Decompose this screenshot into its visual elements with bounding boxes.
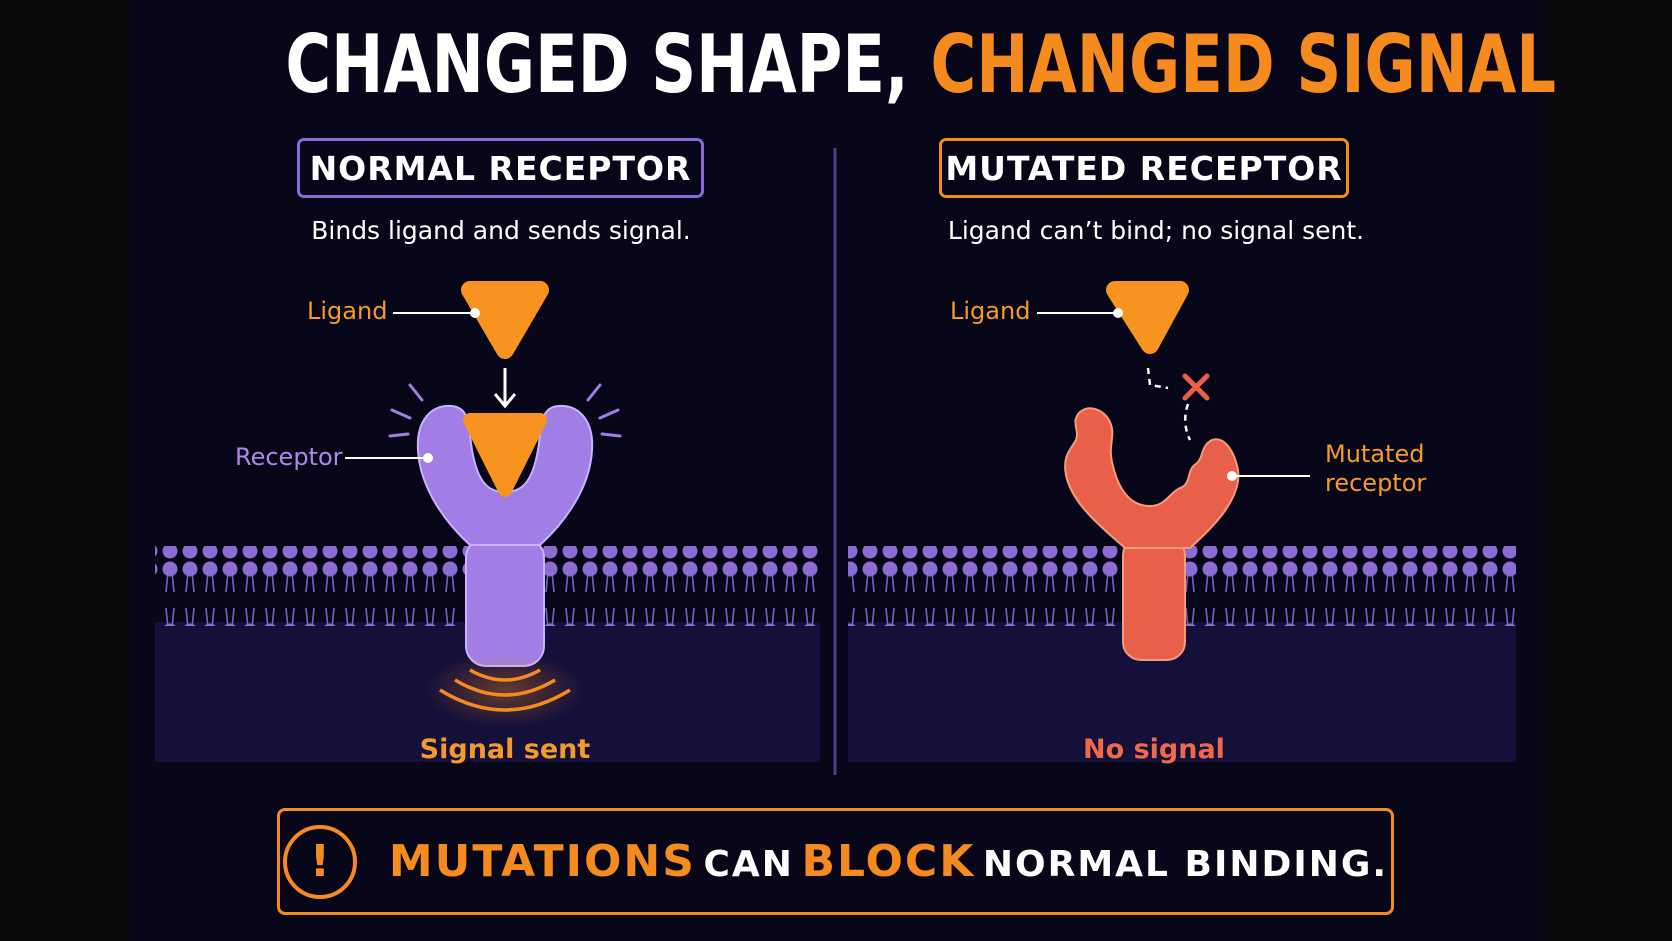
normal-receptor-subtitle: Binds ligand and sends signal. bbox=[311, 216, 691, 245]
banner-message: MUTATIONS CAN BLOCK NORMAL BINDING. bbox=[389, 836, 1388, 887]
bound-ligand bbox=[463, 413, 547, 497]
signal-sent-label: Signal sent bbox=[419, 734, 591, 765]
key-message-banner: ! MUTATIONS CAN BLOCK NORMAL BINDING. bbox=[277, 808, 1394, 915]
mutated-receptor bbox=[1064, 407, 1240, 661]
binding-arrow-head bbox=[493, 393, 517, 409]
binding-burst-lines bbox=[388, 383, 622, 438]
left-ligand-shape bbox=[461, 281, 549, 359]
mutated-receptor-pointer bbox=[1227, 471, 1237, 481]
left-ligand-label: Ligand bbox=[307, 297, 388, 325]
banner-word-rest: NORMAL BINDING. bbox=[982, 844, 1389, 885]
banner-word-can: CAN bbox=[703, 844, 794, 885]
blocked-path bbox=[1146, 367, 1169, 390]
left-leader-lines bbox=[345, 312, 475, 459]
mutated-receptor-subtitle: Ligand can’t bind; no signal sent. bbox=[947, 216, 1365, 245]
right-ligand-label: Ligand bbox=[950, 297, 1031, 325]
page-title: CHANGED SHAPE, CHANGED SIGNAL bbox=[285, 18, 1556, 111]
title-part-2: CHANGED SIGNAL bbox=[930, 18, 1557, 111]
normal-receptor bbox=[416, 404, 594, 667]
blocked-x-icon bbox=[1182, 373, 1210, 401]
exclamation-alert-icon: ! bbox=[282, 824, 357, 899]
receptor-pointer bbox=[423, 453, 433, 463]
mutated-receptor-label-line1: Mutated bbox=[1325, 440, 1425, 468]
mutated-receptor-heading: MUTATED RECEPTOR bbox=[939, 138, 1349, 198]
signal-waves bbox=[425, 652, 585, 728]
blocked-path-lower bbox=[1184, 403, 1192, 441]
normal-receptor-heading-text: NORMAL RECEPTOR bbox=[309, 148, 692, 188]
right-ligand-pointer bbox=[1113, 308, 1123, 318]
no-signal-label: No signal bbox=[1083, 734, 1225, 765]
right-ligand-shape bbox=[1106, 281, 1189, 354]
title-part-1: CHANGED SHAPE, bbox=[285, 18, 909, 111]
banner-word-block: BLOCK bbox=[801, 836, 976, 887]
mutated-receptor-label-line2: receptor bbox=[1325, 469, 1427, 497]
normal-receptor-heading: NORMAL RECEPTOR bbox=[297, 138, 704, 198]
mutated-receptor-heading-text: MUTATED RECEPTOR bbox=[945, 148, 1343, 188]
left-ligand-pointer bbox=[470, 308, 480, 318]
receptor-label: Receptor bbox=[235, 443, 343, 471]
banner-word-mutations: MUTATIONS bbox=[388, 836, 696, 887]
right-leader-lines bbox=[1037, 312, 1310, 477]
